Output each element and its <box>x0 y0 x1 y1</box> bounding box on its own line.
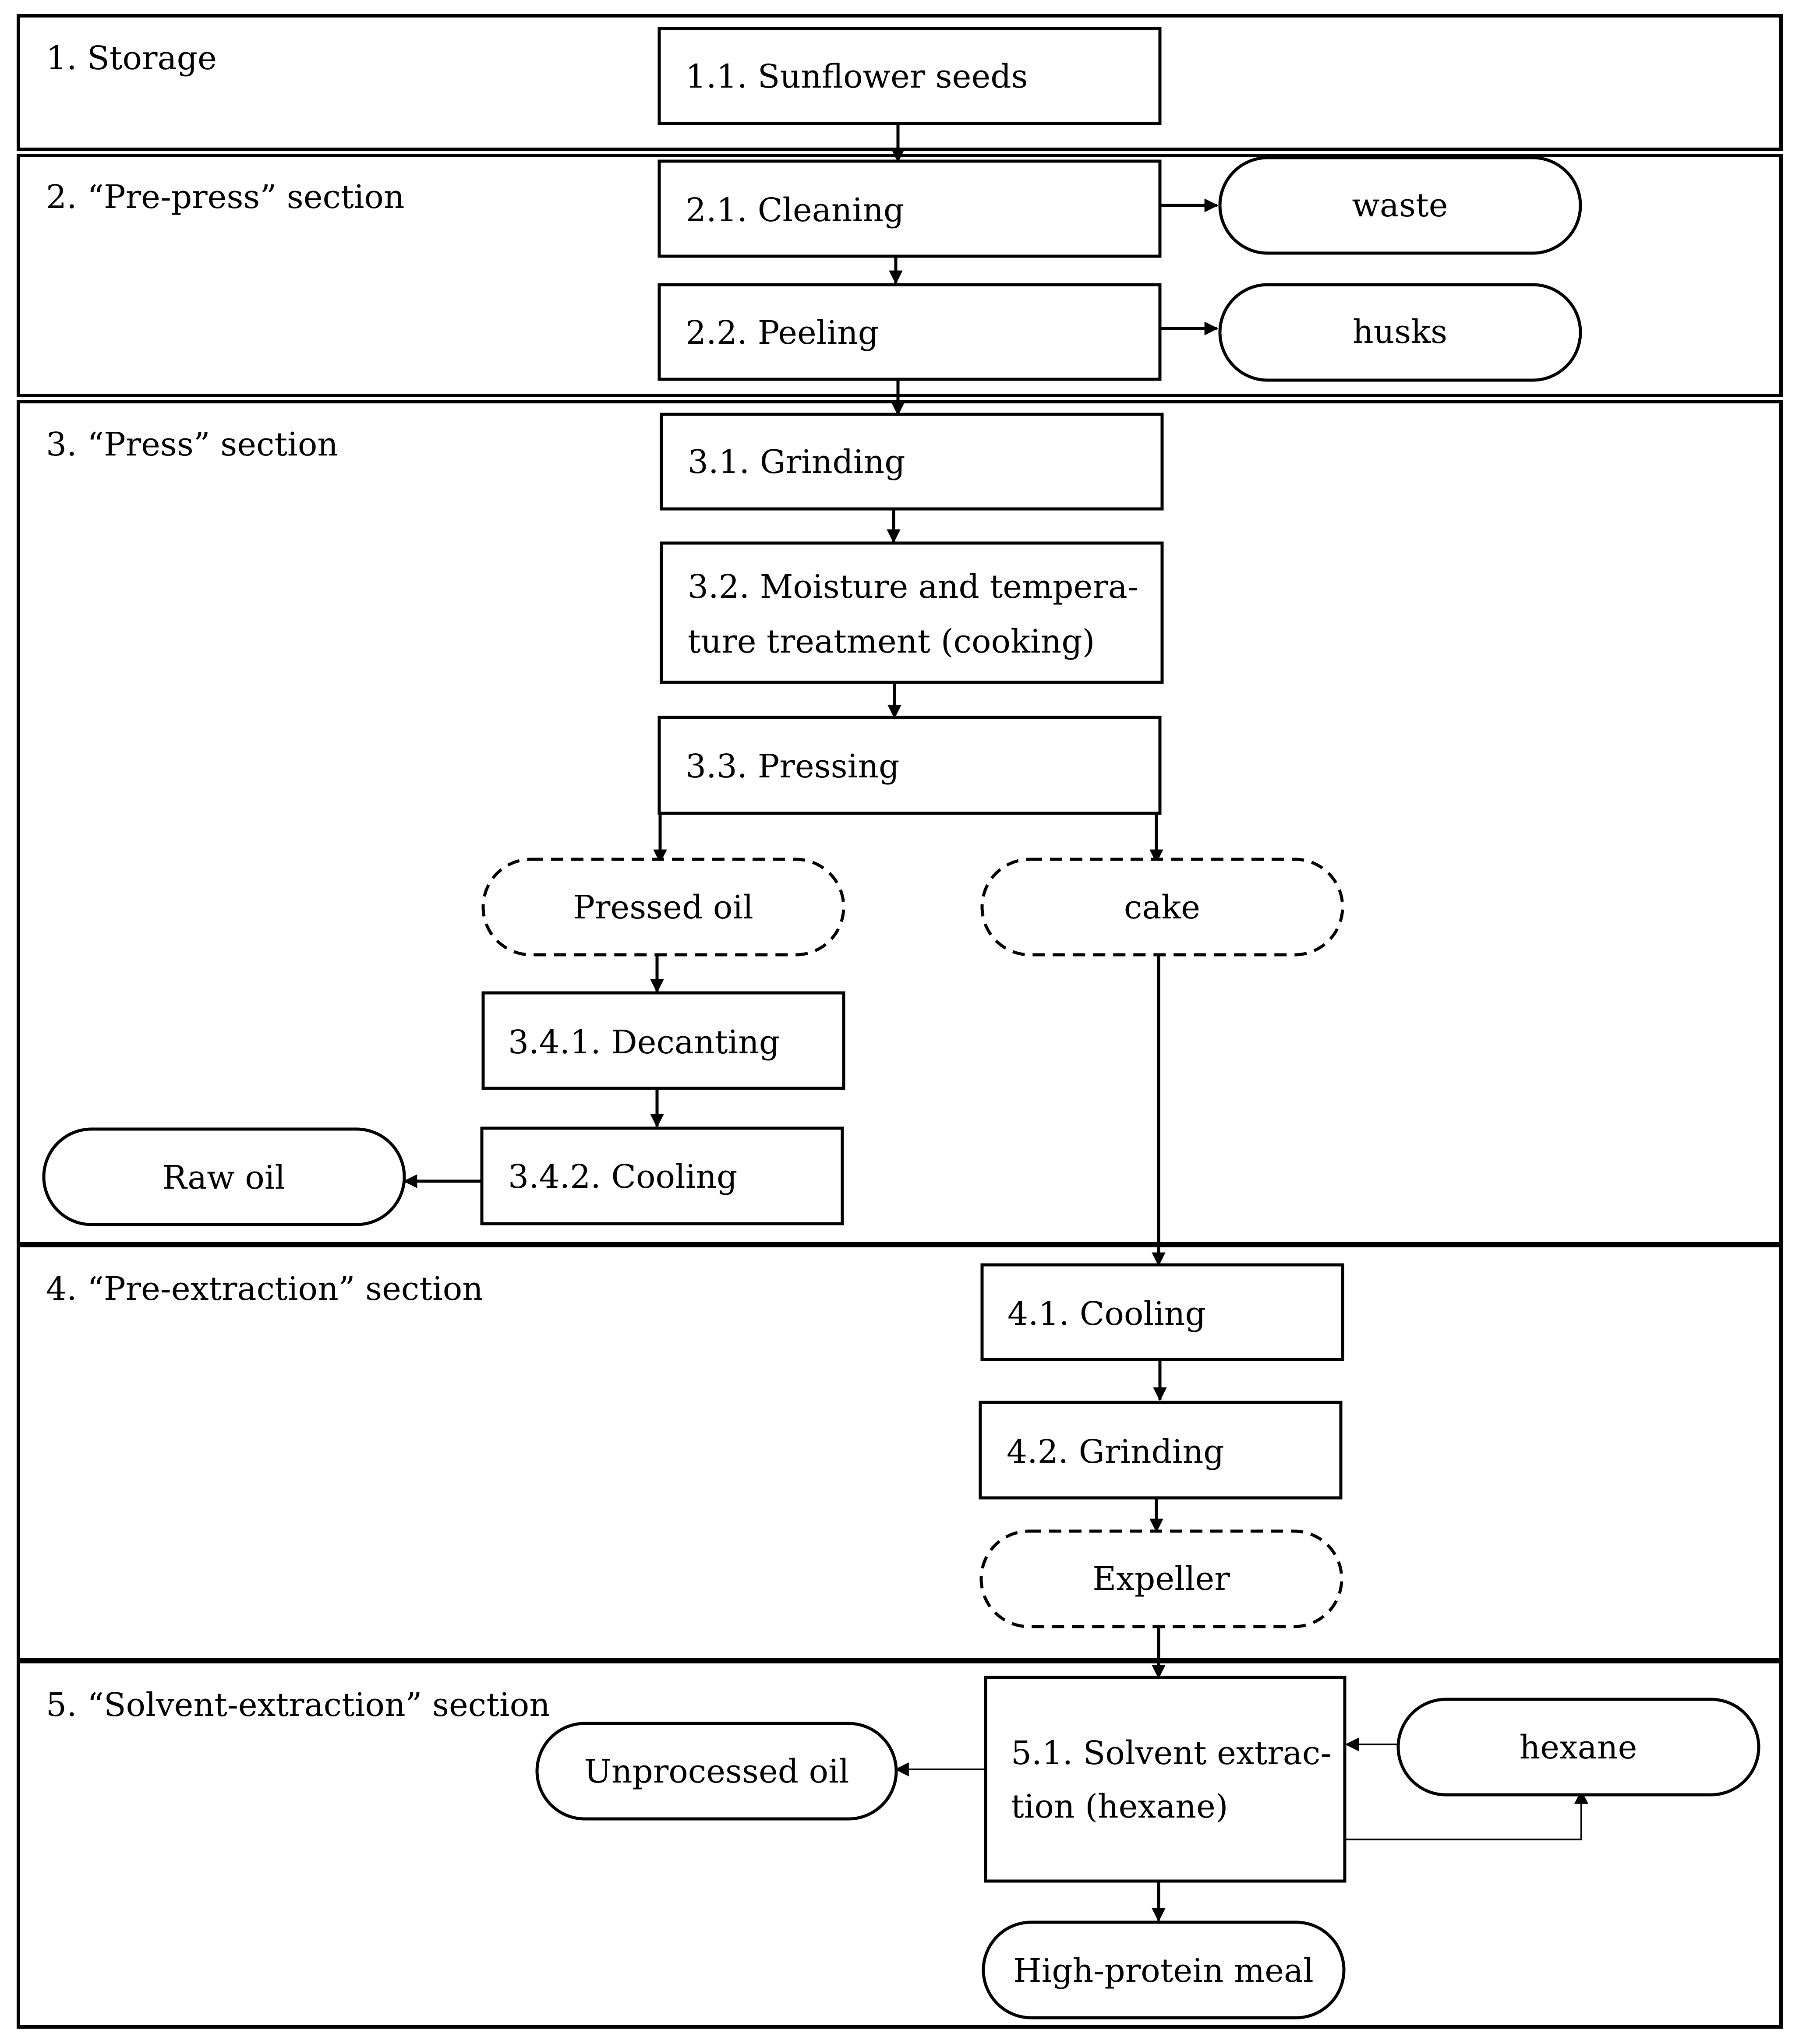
intermediate-pressed-oil <box>481 858 845 957</box>
label-cooling-oil: 3.4.2. Cooling <box>508 1158 737 1196</box>
label-raw-oil: Raw oil <box>163 1159 285 1197</box>
label-grinding: 3.1. Grinding <box>688 443 905 481</box>
box-cooling-oil <box>480 1126 844 1225</box>
label-waste: waste <box>1352 187 1448 224</box>
label-husks: husks <box>1353 313 1447 351</box>
terminal-waste <box>1218 156 1582 255</box>
box-decanting <box>481 991 845 1090</box>
label-sunflower-seeds: 1.1. Sunflower seeds <box>686 58 1028 95</box>
label-unprocessed-oil: Unprocessed oil <box>584 1753 849 1790</box>
label-hexane: hexane <box>1520 1729 1637 1766</box>
label-moisture-line2: ture treatment (cooking) <box>688 623 1095 660</box>
box-cleaning <box>657 159 1162 258</box>
arrow-extraction-to-hexane <box>1345 1790 1588 1840</box>
section-title-pre-extraction: 4. “Pre-extraction” section <box>46 1270 483 1308</box>
label-moisture-line1: 3.2. Moisture and tempera- <box>688 568 1138 606</box>
label-solvent-line1: 5.1. Solvent extrac- <box>1011 1734 1331 1772</box>
box-peeling <box>657 283 1162 381</box>
box-solvent-extraction <box>984 1676 1347 1883</box>
label-pressing: 3.3. Pressing <box>686 748 899 785</box>
section-title-solvent-extraction: 5. “Solvent-extraction” section <box>46 1686 550 1724</box>
terminal-raw-oil <box>42 1127 406 1226</box>
label-grinding-cake: 4.2. Grinding <box>1007 1433 1224 1471</box>
label-decanting: 3.4.1. Decanting <box>508 1024 780 1061</box>
section-title-pre-press: 2. “Pre-press” section <box>46 178 405 216</box>
label-high-protein-meal: High-protein meal <box>1013 1952 1314 1990</box>
box-grinding <box>660 413 1164 511</box>
terminal-high-protein-meal <box>982 1920 1346 2019</box>
box-sunflower-seeds <box>657 27 1162 125</box>
terminal-husks <box>1218 283 1582 382</box>
box-grinding-cake <box>979 1401 1343 1500</box>
box-moisture-temperature-treatment <box>660 541 1164 684</box>
section-press <box>17 400 1783 1246</box>
label-pressed-oil: Pressed oil <box>573 889 753 926</box>
box-cooling-cake <box>980 1263 1344 1361</box>
terminal-hexane <box>1396 1698 1760 1797</box>
section-title-storage: 1. Storage <box>46 39 217 77</box>
section-title-press: 3. “Press” section <box>46 426 338 463</box>
label-cleaning: 2.1. Cleaning <box>686 191 904 229</box>
intermediate-expeller <box>979 1529 1343 1628</box>
label-solvent-line2: tion (hexane) <box>1011 1788 1228 1825</box>
label-expeller: Expeller <box>1092 1560 1230 1598</box>
label-cake: cake <box>1124 889 1200 926</box>
label-peeling: 2.2. Peeling <box>686 314 879 352</box>
terminal-unprocessed-oil <box>535 1722 898 1821</box>
box-pressing <box>657 716 1162 815</box>
intermediate-cake <box>980 858 1344 957</box>
label-cooling-cake: 4.1. Cooling <box>1007 1295 1206 1333</box>
